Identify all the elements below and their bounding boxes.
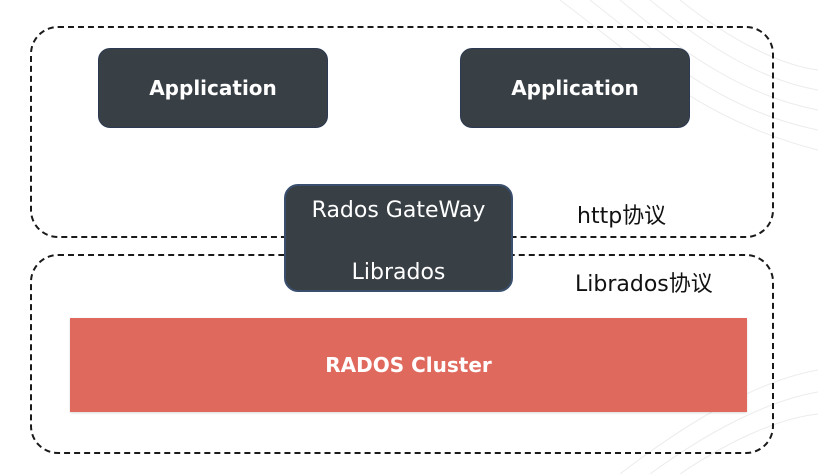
application-label-right: Application [511,76,639,100]
gateway-title: Rados GateWay [311,198,486,223]
rados-gateway-box: Rados GateWay Librados [284,184,513,292]
application-label-left: Application [149,76,277,100]
gateway-librados-label: Librados [351,260,446,285]
application-box-left: Application [98,48,328,128]
librados-protocol-label: Librados协议 [575,272,713,297]
http-protocol-label: http协议 [577,204,667,229]
rados-cluster-label: RADOS Cluster [325,353,492,377]
rados-cluster-box: RADOS Cluster [70,318,747,412]
application-box-right: Application [460,48,690,128]
